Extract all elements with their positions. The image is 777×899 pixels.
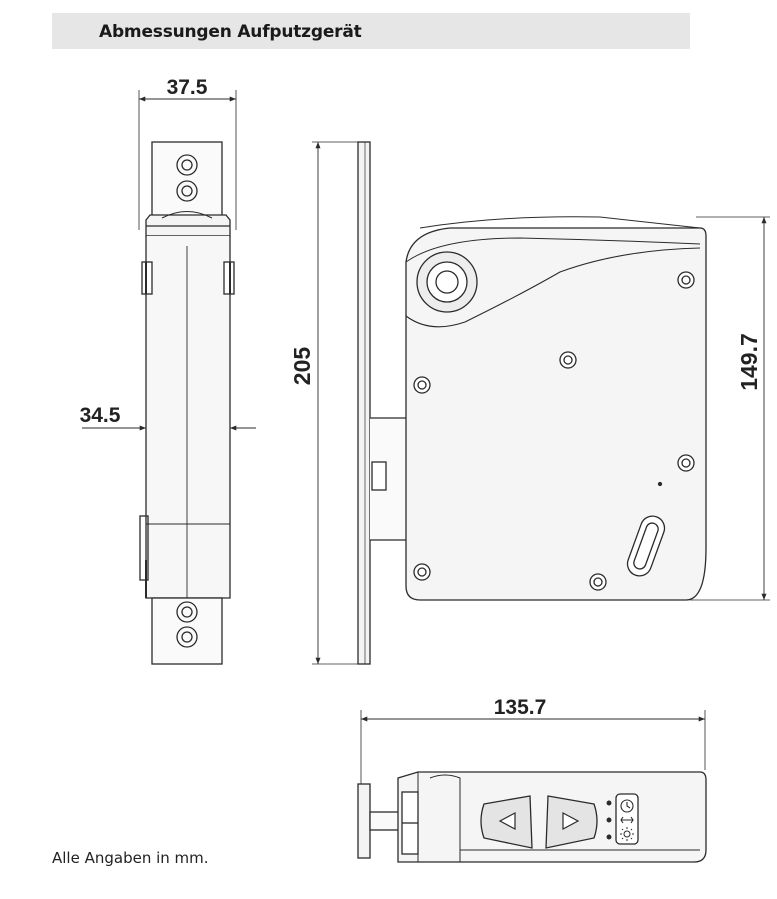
top-view bbox=[357, 710, 707, 863]
clock-icon bbox=[620, 799, 634, 824]
dim-body-height: 149.7 bbox=[736, 333, 762, 391]
footnote: Alle Angaben in mm. bbox=[52, 849, 209, 867]
page-title: Abmessungen Aufputzgerät bbox=[99, 22, 362, 42]
arrow-right-icon[interactable] bbox=[562, 812, 580, 830]
dim-height: 205 bbox=[289, 347, 315, 386]
dim-bottom-width: 135.7 bbox=[494, 696, 547, 719]
dim-side-inner: 34.5 bbox=[80, 404, 121, 427]
header-bar: Abmessungen Aufputzgerät bbox=[52, 13, 690, 49]
light-icon bbox=[620, 827, 634, 841]
dim-side-width: 37.5 bbox=[167, 76, 208, 99]
arrow-left-icon[interactable] bbox=[498, 812, 516, 830]
front-view bbox=[312, 141, 770, 665]
side-view bbox=[82, 90, 256, 665]
